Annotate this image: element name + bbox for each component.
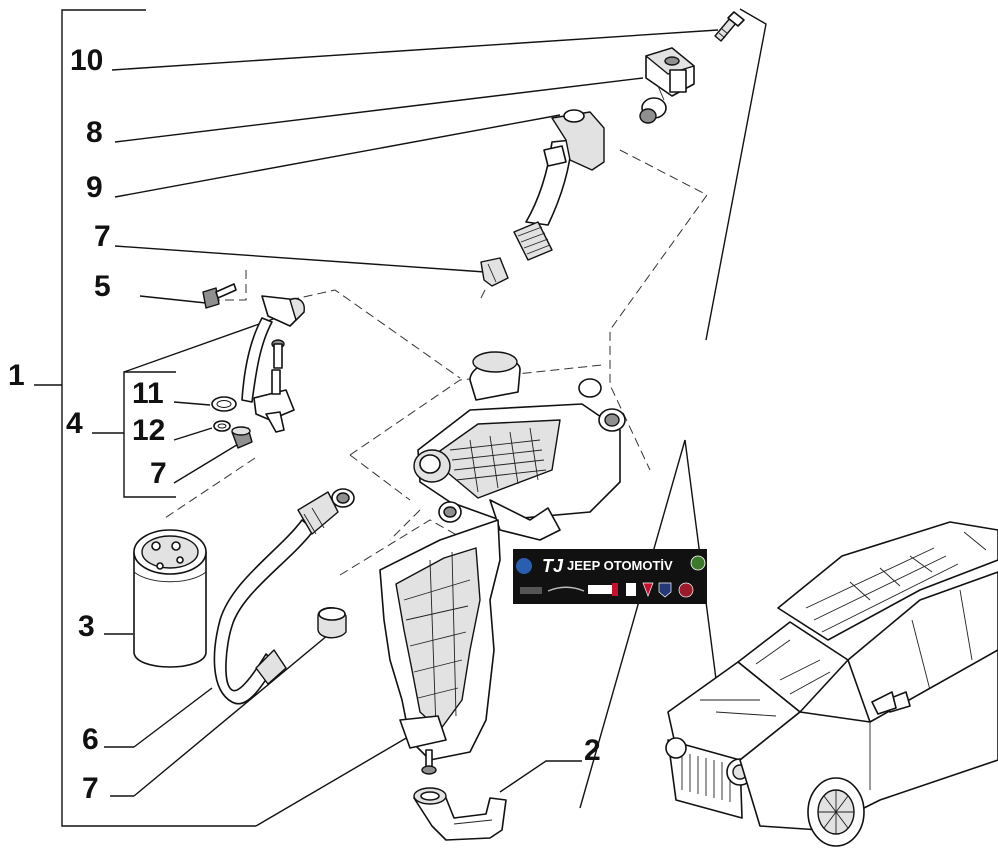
hose-clip-part-7-lower xyxy=(317,607,347,639)
hvac-valve-block-main xyxy=(413,351,626,541)
bolt-part-10 xyxy=(714,11,745,42)
lower-hose-part-6 xyxy=(213,488,355,705)
leader-lines xyxy=(104,29,721,827)
callout-labels: 10 8 9 7 5 1 11 4 12 7 3 6 7 2 xyxy=(8,44,601,805)
jeep-logo-icon xyxy=(520,587,542,594)
ac-pipe-part-4 xyxy=(241,295,305,433)
callout-4: 4 xyxy=(66,407,83,440)
lancia-logo-icon xyxy=(658,582,672,598)
callout-12: 12 xyxy=(132,414,165,447)
callout-9: 9 xyxy=(86,171,103,204)
assembly-dashed-lines xyxy=(161,149,708,576)
mopar-logo-icon xyxy=(516,558,532,574)
fitting-block-part-8 xyxy=(639,47,695,124)
dodge-logo-icon xyxy=(588,585,618,594)
watermark-name: JEEP OTOMOTİV xyxy=(567,558,673,573)
dryer-canister-part-3 xyxy=(133,529,207,668)
abarth-logo-icon xyxy=(642,582,654,597)
callout-6: 6 xyxy=(82,723,99,756)
alfa-romeo-logo-icon xyxy=(690,555,706,571)
assembly-bracket-frame xyxy=(34,8,767,827)
callout-3: 3 xyxy=(78,610,95,643)
callout-7-upper: 7 xyxy=(94,220,111,253)
vehicle-illustration xyxy=(665,521,998,847)
watermark-monogram: TJ xyxy=(542,556,564,576)
ram-logo-icon xyxy=(626,583,636,596)
callout-2: 2 xyxy=(584,734,601,767)
mounting-bracket-main xyxy=(379,519,501,775)
o-ring-part-12 xyxy=(213,420,231,432)
upper-hose-part-9 xyxy=(513,109,605,261)
dodge-stripe-icon xyxy=(612,583,618,596)
callout-10: 10 xyxy=(70,44,103,77)
dealer-watermark-banner: TJ JEEP OTOMOTİV xyxy=(513,549,707,604)
callout-1: 1 xyxy=(8,359,25,392)
chrysler-wings-icon xyxy=(547,586,585,592)
callout-5: 5 xyxy=(94,270,111,303)
fiat-logo-icon xyxy=(678,582,694,598)
bolt-part-5 xyxy=(202,283,237,309)
o-ring-part-11 xyxy=(211,396,237,412)
callout-7-middle: 7 xyxy=(150,457,167,490)
bottom-bracket-part-2 xyxy=(413,787,507,841)
callout-7-lower: 7 xyxy=(82,772,99,805)
watermark-background xyxy=(513,549,707,604)
callout-11: 11 xyxy=(132,377,164,410)
cap-part-7-middle xyxy=(231,426,253,449)
callout-8: 8 xyxy=(86,116,103,149)
hose-clip-part-7-upper xyxy=(480,257,509,287)
